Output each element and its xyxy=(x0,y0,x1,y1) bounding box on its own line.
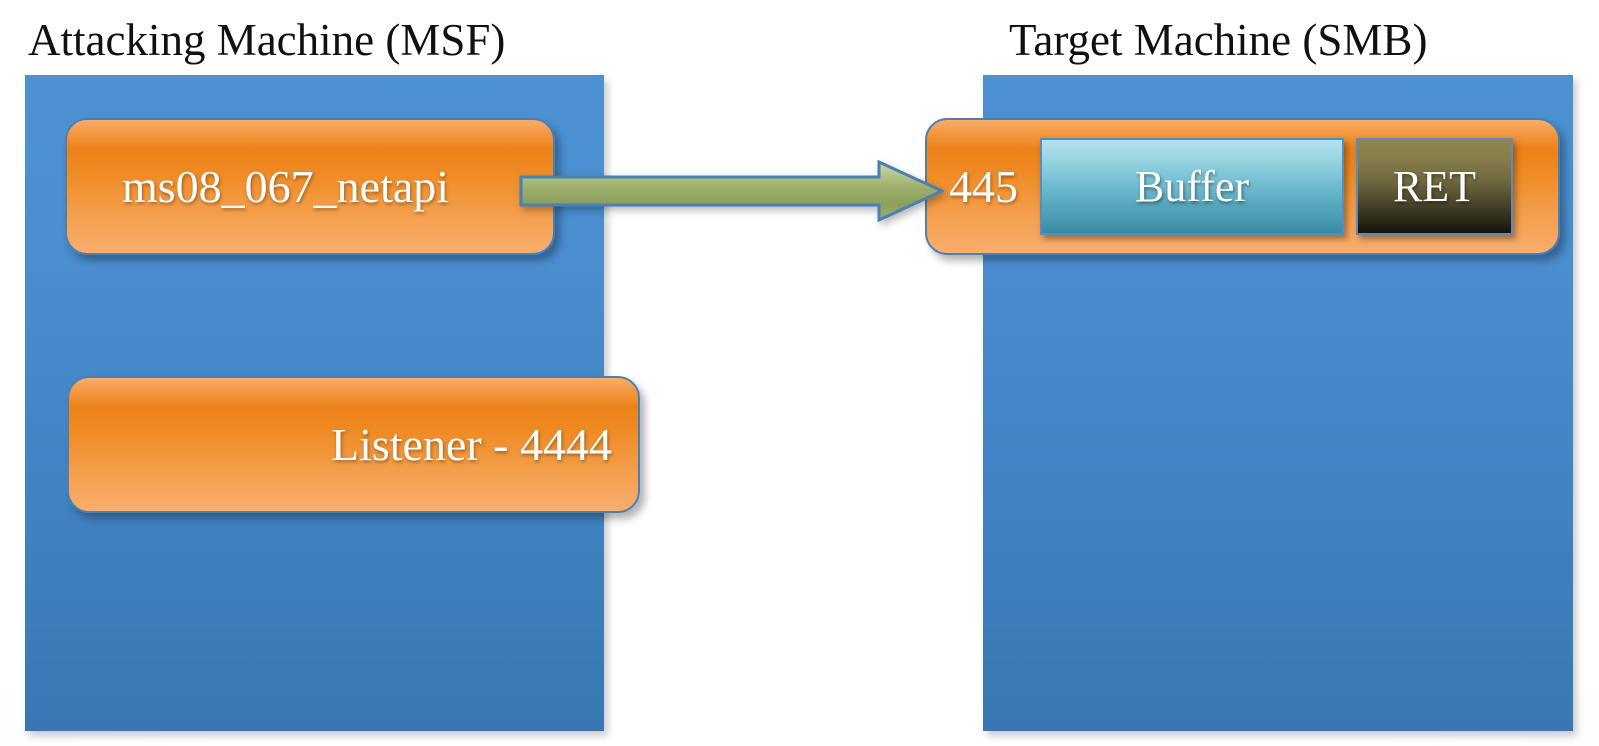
exploit-module-label: ms08_067_netapi xyxy=(122,160,450,212)
listener-box[interactable]: Listener - 4444 xyxy=(67,376,640,513)
exploit-flow-arrow-icon xyxy=(519,160,944,222)
smb-service-box[interactable]: 445 Buffer RET xyxy=(925,118,1560,255)
buffer-block[interactable]: Buffer xyxy=(1040,138,1344,235)
ret-label: RET xyxy=(1392,161,1477,211)
target-machine-title: Target Machine (SMB) xyxy=(1009,15,1428,65)
ret-block[interactable]: RET xyxy=(1356,138,1513,235)
listener-label: Listener - 4444 xyxy=(330,418,612,470)
exploit-module-box[interactable]: ms08_067_netapi xyxy=(65,118,555,255)
smb-port-label: 445 xyxy=(949,160,1018,212)
attacking-machine-title: Attacking Machine (MSF) xyxy=(28,15,506,65)
buffer-label: Buffer xyxy=(1134,161,1250,211)
